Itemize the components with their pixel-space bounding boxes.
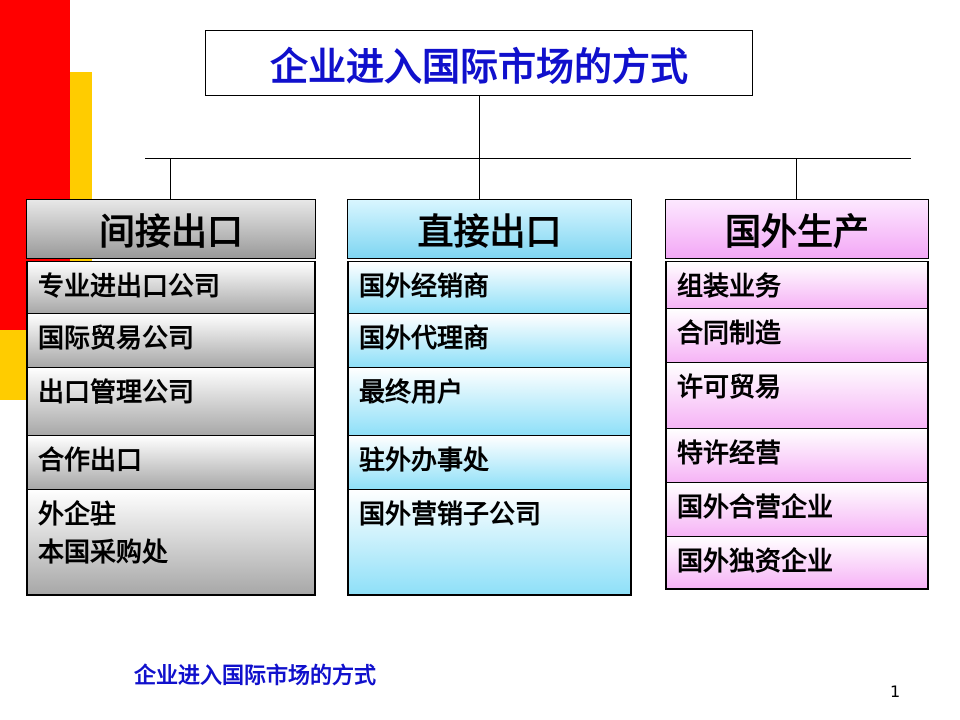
list-item: 合同制造 [665,308,929,362]
list-item: 组装业务 [665,261,929,308]
list-item: 许可贸易 [665,362,929,428]
footer-title: 企业进入国际市场的方式 [134,664,377,689]
column-header-label: 国外生产 [724,212,869,253]
list-item-label: 国外独资企业 [677,547,834,577]
list-item-label: 驻外办事处 [359,446,490,476]
list-item-label: 组装业务 [677,272,782,302]
list-item-label: 国际贸易公司 [38,324,195,354]
list-item: 国外独资企业 [665,536,929,590]
column-header-indirect-export: 间接出口 [26,199,316,259]
list-item-label: 国外合营企业 [677,493,834,523]
column-header-label: 直接出口 [417,212,562,253]
list-item: 国外经销商 [347,261,632,313]
list-item-label: 出口管理公司 [38,378,195,408]
diagram-title-box: 企业进入国际市场的方式 [205,30,753,96]
list-item: 合作出口 [26,435,316,489]
list-item-label: 国外经销商 [359,272,490,302]
diagram-title: 企业进入国际市场的方式 [269,44,688,89]
list-item: 国外代理商 [347,313,632,367]
list-item: 国外营销子公司 [347,489,632,596]
list-item: 特许经营 [665,428,929,482]
list-item-label: 许可贸易 [677,373,782,403]
list-item-label: 合作出口 [38,446,143,476]
column-header-label: 间接出口 [98,212,243,253]
list-item-label: 专业进出口公司 [38,272,221,302]
connector-right [796,158,797,199]
page-number: 1 [890,682,901,701]
list-item-label: 外企驻 本国采购处 [38,500,169,568]
list-item: 驻外办事处 [347,435,632,489]
list-item: 外企驻 本国采购处 [26,489,316,596]
list-item: 国外合营企业 [665,482,929,536]
list-item-label: 国外代理商 [359,324,490,354]
connector-left [170,158,171,199]
list-item-label: 最终用户 [359,378,464,408]
connector-horizontal [145,158,911,159]
list-item: 专业进出口公司 [26,261,316,313]
list-item: 最终用户 [347,367,632,435]
column-header-direct-export: 直接出口 [347,199,632,259]
connector-middle [479,158,480,199]
list-item: 国际贸易公司 [26,313,316,367]
connector-vertical-main [479,96,480,158]
list-item-label: 合同制造 [677,319,782,349]
list-item-label: 特许经营 [677,439,782,469]
column-header-foreign-production: 国外生产 [665,199,929,259]
list-item: 出口管理公司 [26,367,316,435]
list-item-label: 国外营销子公司 [359,500,542,530]
